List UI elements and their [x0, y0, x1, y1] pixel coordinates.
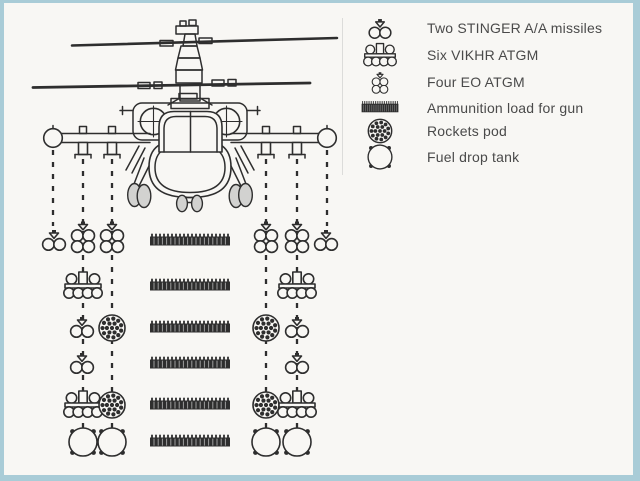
legend-label: Fuel drop tank	[427, 149, 520, 165]
station-vikhr	[62, 271, 103, 300]
station-tank	[282, 427, 312, 457]
legend-label: Six VIKHR ATGM	[427, 47, 539, 63]
station-pod	[252, 314, 280, 342]
lower-rotor-blades	[31, 81, 312, 89]
ammo-belt	[150, 397, 230, 410]
station-tank	[68, 427, 98, 457]
station-stinger	[313, 229, 339, 251]
station-eo	[70, 220, 96, 254]
station-eo	[99, 220, 125, 254]
station-tank	[251, 427, 281, 457]
station-pod	[98, 391, 126, 419]
station-pod	[252, 391, 280, 419]
landing-gear	[126, 157, 253, 213]
vikhr-atgm-icon	[362, 42, 398, 67]
rockets-pod-icon	[367, 118, 393, 144]
frame-border-left	[0, 0, 4, 481]
legend-label: Rockets pod	[427, 123, 508, 139]
station-eo	[253, 220, 279, 254]
legend-label: Four EO ATGM	[427, 74, 525, 90]
stub-wings	[60, 132, 320, 144]
weapon-load-matrix	[41, 220, 339, 457]
legend-item: Two STINGER A/A missiles	[352, 15, 602, 41]
ammo-belt	[150, 233, 230, 246]
legend-label: Two STINGER A/A missiles	[427, 20, 603, 36]
coaxial-rotor-mast	[167, 19, 213, 106]
legend-divider-line	[342, 18, 343, 175]
eo-atgm-icon	[371, 71, 389, 94]
fuel-tank-icon	[367, 144, 393, 170]
ammo-belt	[150, 320, 230, 333]
frame-border-bottom	[0, 475, 640, 481]
station-vikhr	[276, 271, 318, 300]
frame-border-top	[0, 0, 640, 3]
ammo-belt	[150, 356, 230, 369]
ammo-belt	[150, 434, 230, 447]
legend-item: Six VIKHR ATGM	[352, 42, 538, 68]
legend-label: Ammunition load for gun	[427, 100, 584, 116]
legend-item: Fuel drop tank	[352, 144, 519, 170]
wing-pylons	[74, 125, 306, 159]
station-pod	[98, 314, 126, 342]
right-wingtip-pod	[316, 127, 338, 149]
station-vikhr	[276, 390, 318, 419]
station-eo	[284, 220, 310, 254]
frame-border-right	[633, 0, 640, 481]
helicopter-front-view	[31, 19, 339, 213]
station-stinger	[41, 229, 67, 251]
legend-item: Ammunition load for gun	[352, 95, 583, 121]
station-tank	[97, 427, 127, 457]
station-vikhr	[62, 390, 103, 419]
upper-rotor-blades	[70, 36, 339, 47]
legend-item: Four EO ATGM	[352, 69, 525, 95]
legend-item: Rockets pod	[352, 118, 507, 144]
ammo-belt	[150, 278, 230, 291]
left-wingtip-pod	[42, 127, 64, 149]
stinger-missiles-icon	[368, 18, 392, 40]
